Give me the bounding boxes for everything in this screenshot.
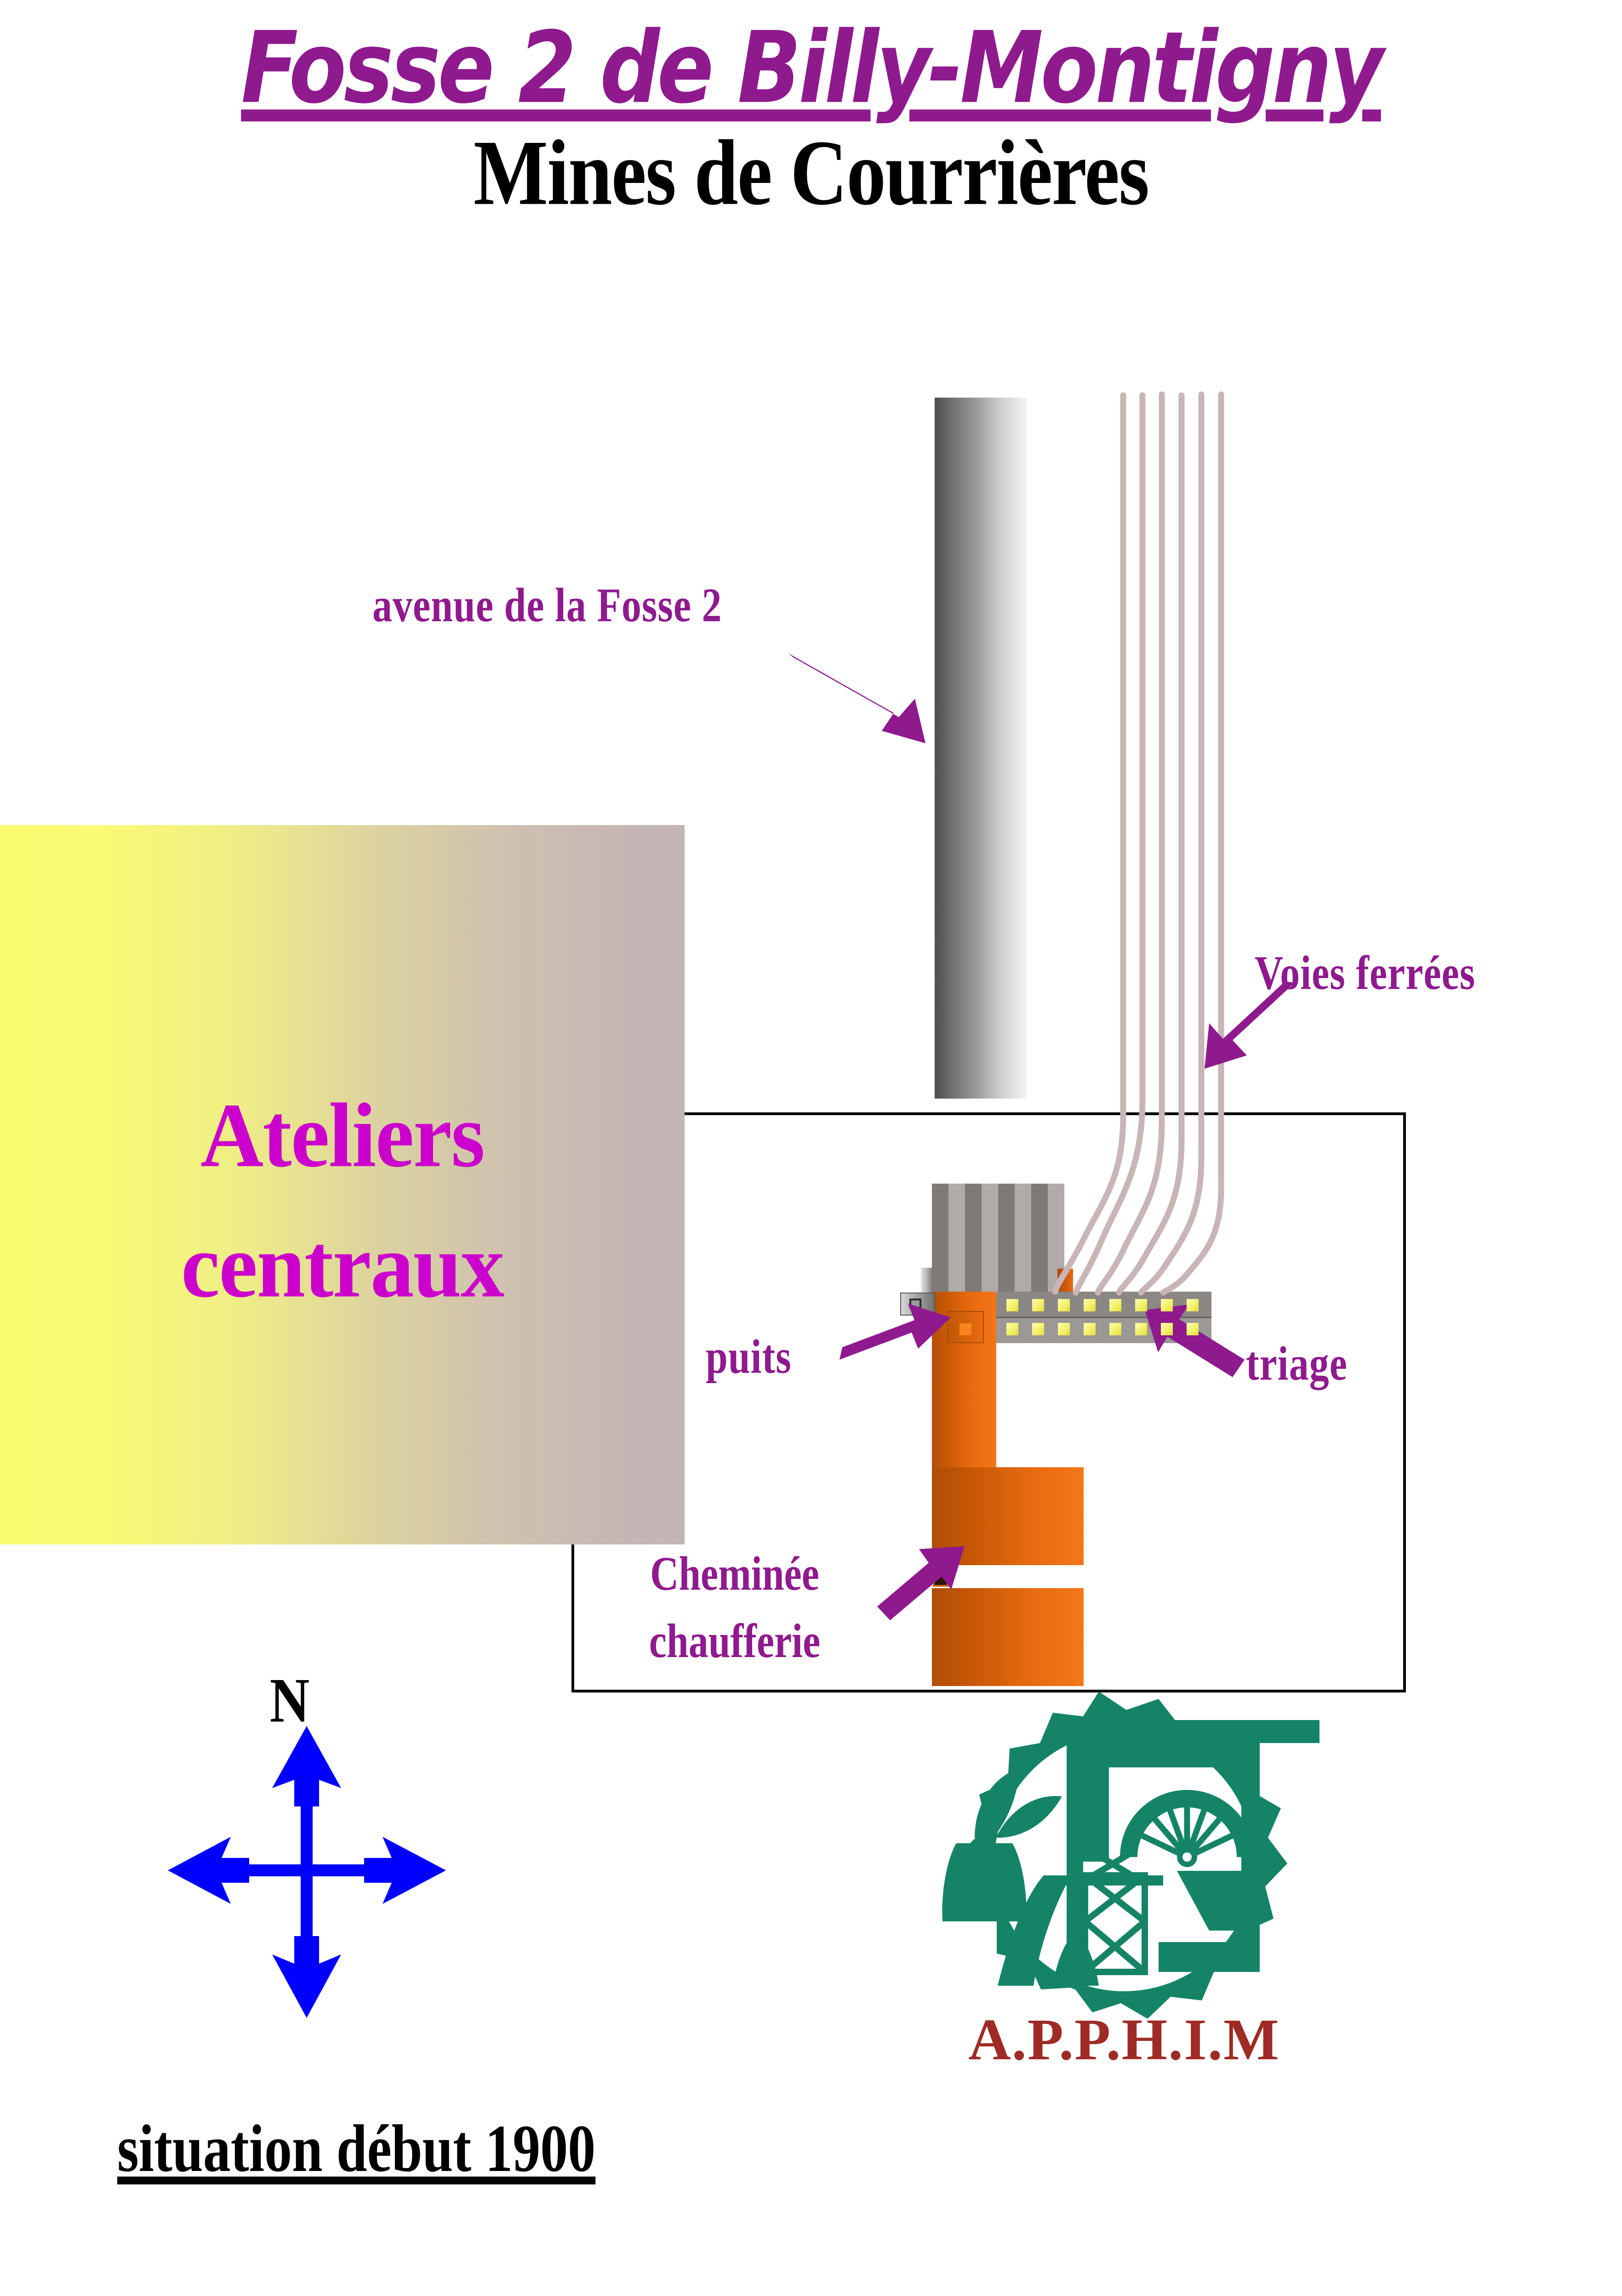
stripe-band xyxy=(998,1184,1015,1292)
logo-headframe-beam xyxy=(1060,1720,1319,1743)
triage-window xyxy=(1161,1323,1173,1335)
triage-window xyxy=(1187,1299,1199,1311)
logo-headframe-leg-left xyxy=(1067,1724,1083,1972)
logo-inner-disc xyxy=(988,1726,1260,1997)
stripe-band xyxy=(948,1184,965,1292)
stripe-band xyxy=(1015,1184,1031,1292)
striped-hall-building xyxy=(932,1184,1064,1292)
annex-glyph-icon xyxy=(909,1299,921,1309)
ateliers-centraux-label: Ateliers centraux xyxy=(0,1071,685,1332)
arrow-avenue xyxy=(788,653,925,743)
triage-window xyxy=(1058,1323,1070,1335)
logo-terril-heap xyxy=(998,1875,1071,1986)
triage-window xyxy=(1058,1299,1070,1311)
orange-band-upper-a xyxy=(932,1467,1084,1517)
cheminee-chaufferie-marker xyxy=(933,1567,948,1587)
ateliers-label-line1: Ateliers xyxy=(200,1085,485,1186)
triage-window xyxy=(1084,1323,1096,1335)
logo-headframe-leg-right xyxy=(1241,1738,1260,1972)
triage-window xyxy=(1135,1299,1147,1311)
avenue-road-band xyxy=(935,398,1027,1099)
page-title-sub: Mines de Courrières xyxy=(473,121,1149,225)
chimney-core xyxy=(935,1568,947,1585)
triage-window xyxy=(1006,1299,1018,1311)
compass-west-head xyxy=(168,1837,249,1904)
orange-band-lower-b xyxy=(932,1636,1084,1686)
logo-cooling-tower xyxy=(942,1843,1027,1921)
logo-gear-ring xyxy=(965,1692,1287,2019)
triage-window xyxy=(1006,1323,1018,1335)
label-cheminee-line2: chaufferie xyxy=(649,1614,821,1668)
stripe-band xyxy=(1031,1184,1048,1292)
triage-window xyxy=(1084,1299,1096,1311)
triage-window-grid xyxy=(996,1292,1211,1343)
orange-band-upper-b xyxy=(932,1515,1084,1565)
triage-window xyxy=(1187,1323,1199,1335)
triage-window xyxy=(1135,1323,1147,1335)
logo-circle-outline xyxy=(987,1725,1261,1999)
page-title-main: Fosse 2 de Billy-Montigny xyxy=(241,10,1383,125)
puits-shaft-center xyxy=(959,1323,971,1335)
label-triage: triage xyxy=(1246,1336,1348,1390)
logo-lattice-tower xyxy=(1082,1847,1148,1975)
label-puits: puits xyxy=(706,1329,792,1384)
logo-headframe-brace xyxy=(1177,1871,1241,1931)
triage-window xyxy=(1032,1299,1044,1311)
triage-window xyxy=(1161,1299,1173,1311)
annex-mast xyxy=(921,1268,933,1294)
apphim-logo: A.P.P.H.I.M xyxy=(942,1692,1319,2074)
label-voies-ferrees: Voies ferrées xyxy=(1255,946,1476,1000)
triage-window xyxy=(1109,1299,1121,1311)
orange-band-lower-a xyxy=(932,1588,1084,1638)
logo-tower-cross-beam xyxy=(1057,1875,1163,1886)
logo-sheave-wheel xyxy=(1120,1790,1254,1867)
compass-north-label: N xyxy=(269,1665,310,1736)
compass-south-head xyxy=(272,1936,341,2018)
triage-window xyxy=(1109,1323,1121,1335)
label-cheminee-chaufferie: Cheminée chaufferie xyxy=(592,1540,877,1675)
compass-vertical-shaft xyxy=(301,1742,313,2000)
ateliers-centraux-block xyxy=(0,825,685,1544)
compass-horizontal-shaft xyxy=(184,1864,429,1876)
small-orange-annex xyxy=(1057,1269,1073,1293)
logo-text: A.P.P.H.I.M xyxy=(968,2007,1280,2072)
logo-leaf-icon xyxy=(975,1767,1062,1838)
label-cheminee-line1: Cheminée xyxy=(650,1546,819,1601)
compass-rose xyxy=(168,1726,446,2018)
footer-caption: situation début 1900 xyxy=(117,2111,596,2186)
compass-east-head xyxy=(364,1837,446,1904)
compass-north-head xyxy=(272,1726,341,1806)
logo-slagheap-mound xyxy=(998,1931,1099,1986)
logo-headframe-canopy xyxy=(1083,1742,1241,1862)
stripe-band xyxy=(982,1184,998,1292)
label-avenue-de-la-fosse-2: avenue de la Fosse 2 xyxy=(372,578,722,632)
stripe-band xyxy=(932,1184,948,1292)
ateliers-label-line2: centraux xyxy=(181,1215,505,1317)
triage-window xyxy=(1032,1323,1044,1335)
stripe-band xyxy=(965,1184,982,1292)
logo-headframe-lower-block xyxy=(1159,1942,1241,1972)
